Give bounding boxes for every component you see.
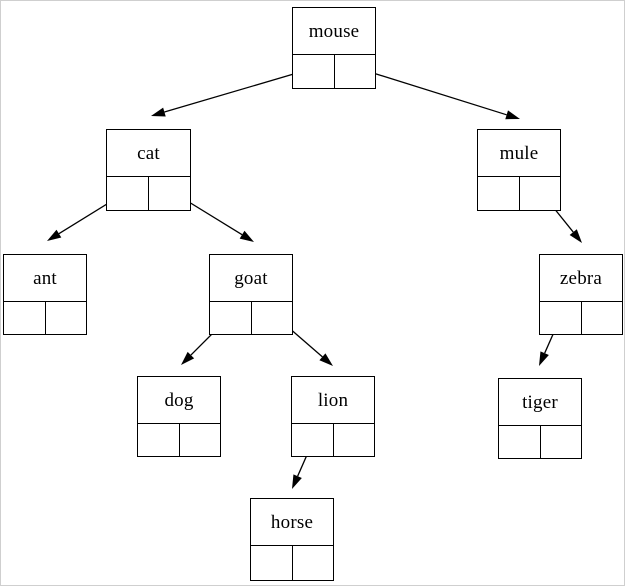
node-left-pointer-zebra[interactable] [540, 302, 582, 334]
arrowhead-icon [239, 230, 254, 242]
node-left-pointer-ant[interactable] [4, 302, 46, 334]
edge-mouse-to-mule [353, 66, 520, 120]
node-pointer-row-mouse [293, 54, 375, 88]
tree-node-tiger[interactable]: tiger [498, 378, 582, 459]
tree-node-dog[interactable]: dog [137, 376, 221, 457]
edge-mouse-to-cat [151, 67, 315, 117]
node-left-pointer-mouse[interactable] [293, 55, 335, 88]
arrowhead-icon [292, 474, 302, 489]
arrowhead-icon [181, 351, 195, 365]
node-left-pointer-dog[interactable] [138, 424, 180, 456]
node-label-cat: cat [137, 142, 160, 164]
node-right-pointer-horse[interactable] [293, 546, 334, 580]
node-label-mouse: mouse [308, 20, 360, 42]
node-right-pointer-goat[interactable] [252, 302, 293, 334]
tree-node-lion[interactable]: lion [291, 376, 375, 457]
node-pointer-row-horse [251, 545, 333, 580]
arrowhead-icon [151, 107, 166, 117]
node-pointer-row-zebra [540, 301, 622, 334]
node-label-goat: goat [234, 267, 268, 289]
node-label-horse: horse [270, 511, 314, 533]
edge-line [353, 66, 507, 116]
node-right-pointer-dog[interactable] [180, 424, 221, 456]
node-left-pointer-lion[interactable] [292, 424, 334, 456]
node-right-pointer-tiger[interactable] [541, 426, 582, 458]
node-left-pointer-mule[interactable] [478, 177, 520, 210]
node-left-pointer-cat[interactable] [107, 177, 149, 210]
tree-node-zebra[interactable]: zebra [539, 254, 623, 335]
node-label-ant: ant [33, 267, 57, 289]
node-right-pointer-zebra[interactable] [582, 302, 623, 334]
node-label-tiger: tiger [522, 391, 558, 413]
tree-node-cat[interactable]: cat [106, 129, 191, 211]
arrowhead-icon [505, 110, 520, 120]
node-right-pointer-mouse[interactable] [335, 55, 376, 88]
node-right-pointer-cat[interactable] [149, 177, 190, 210]
arrowhead-icon [319, 353, 333, 366]
node-left-pointer-goat[interactable] [210, 302, 252, 334]
node-label-mule: mule [499, 142, 539, 164]
node-label-zebra: zebra [559, 267, 603, 289]
node-pointer-row-cat [107, 176, 190, 210]
node-pointer-row-mule [478, 176, 560, 210]
tree-node-mouse[interactable]: mouse [292, 7, 376, 89]
node-right-pointer-lion[interactable] [334, 424, 375, 456]
arrowhead-icon [47, 229, 62, 241]
node-pointer-row-ant [4, 301, 86, 334]
node-right-pointer-mule[interactable] [520, 177, 561, 210]
node-left-pointer-tiger[interactable] [499, 426, 541, 458]
arrowhead-icon [569, 229, 582, 243]
tree-node-ant[interactable]: ant [3, 254, 87, 335]
node-pointer-row-tiger [499, 425, 581, 458]
node-pointer-row-goat [210, 301, 292, 334]
tree-node-goat[interactable]: goat [209, 254, 293, 335]
node-pointer-row-dog [138, 423, 220, 456]
node-left-pointer-horse[interactable] [251, 546, 293, 580]
node-label-dog: dog [164, 389, 194, 411]
tree-node-horse[interactable]: horse [250, 498, 334, 581]
node-pointer-row-lion [292, 423, 374, 456]
arrowhead-icon [539, 351, 549, 366]
tree-node-mule[interactable]: mule [477, 129, 561, 211]
node-label-lion: lion [317, 389, 349, 411]
node-right-pointer-ant[interactable] [46, 302, 87, 334]
